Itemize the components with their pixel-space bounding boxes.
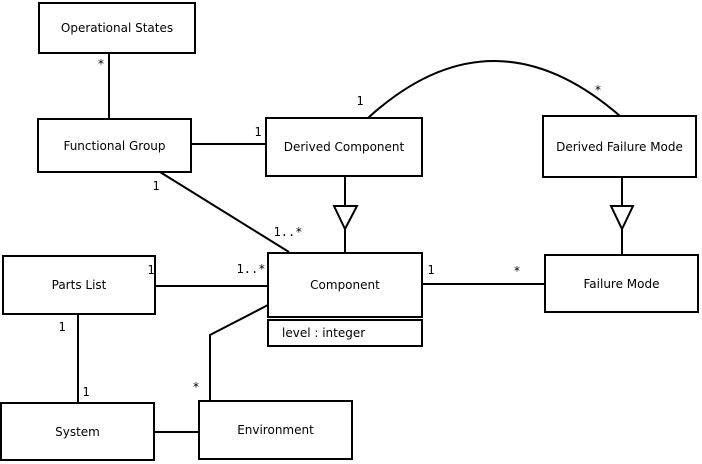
class-operational-states-label: Operational States: [60, 21, 174, 35]
class-component-attributes: level : integer: [267, 319, 423, 347]
class-functional-group: Functional Group: [37, 118, 192, 173]
class-derived-component: Derived Component: [265, 117, 423, 177]
multiplicity-parts-list-end-of-component-link: 1: [147, 263, 155, 277]
generalization-arrow-to-failure-mode-icon: [609, 205, 635, 232]
class-derived-failure-mode: Derived Failure Mode: [542, 115, 697, 178]
multiplicity-component-end-of-parts-list-link: 1..*: [236, 262, 266, 276]
class-component: Component: [267, 252, 423, 318]
class-system: System: [0, 402, 155, 461]
component-attribute-level: level : integer: [282, 326, 366, 340]
multiplicity-component-end-of-functional-group-link: 1..*: [273, 225, 303, 239]
multiplicity-arc-derived-component-end: 1: [356, 94, 364, 108]
multiplicity-system-end-of-parts-list-link: 1: [82, 385, 90, 399]
class-system-label: System: [55, 424, 100, 439]
class-parts-list-label: Parts List: [51, 278, 107, 292]
multiplicity-arc-derived-failure-mode-end: *: [594, 83, 602, 97]
class-environment-label: Environment: [237, 423, 314, 437]
multiplicity-component-end-of-failure-mode-link: 1: [427, 263, 435, 277]
class-failure-mode: Failure Mode: [544, 254, 699, 313]
multiplicity-functional-group-end-of-component-link: 1: [152, 179, 160, 193]
class-functional-group-label: Functional Group: [63, 138, 166, 153]
class-environment: Environment: [198, 400, 353, 460]
multiplicity-environment-end-of-component-link: *: [192, 380, 200, 394]
multiplicity-operational-states-end: *: [97, 57, 105, 71]
multiplicity-derived-component-end-of-functional-group-link: 1: [254, 125, 262, 139]
edge-component-environment: [209, 304, 269, 401]
class-component-label: Component: [310, 278, 380, 292]
multiplicity-failure-mode-end-of-component-link: *: [513, 264, 521, 278]
class-operational-states: Operational States: [38, 2, 196, 54]
class-derived-failure-mode-label: Derived Failure Mode: [556, 139, 683, 154]
edge-functional-group-component: [159, 171, 290, 253]
class-parts-list: Parts List: [2, 255, 156, 315]
class-failure-mode-label: Failure Mode: [583, 276, 660, 291]
edge-arc-derived-component-derived-failure-mode: [367, 60, 621, 119]
class-derived-component-label: Derived Component: [283, 140, 405, 154]
multiplicity-parts-list-end-of-system-link: 1: [58, 320, 66, 334]
generalization-arrow-to-component-icon: [332, 205, 359, 232]
